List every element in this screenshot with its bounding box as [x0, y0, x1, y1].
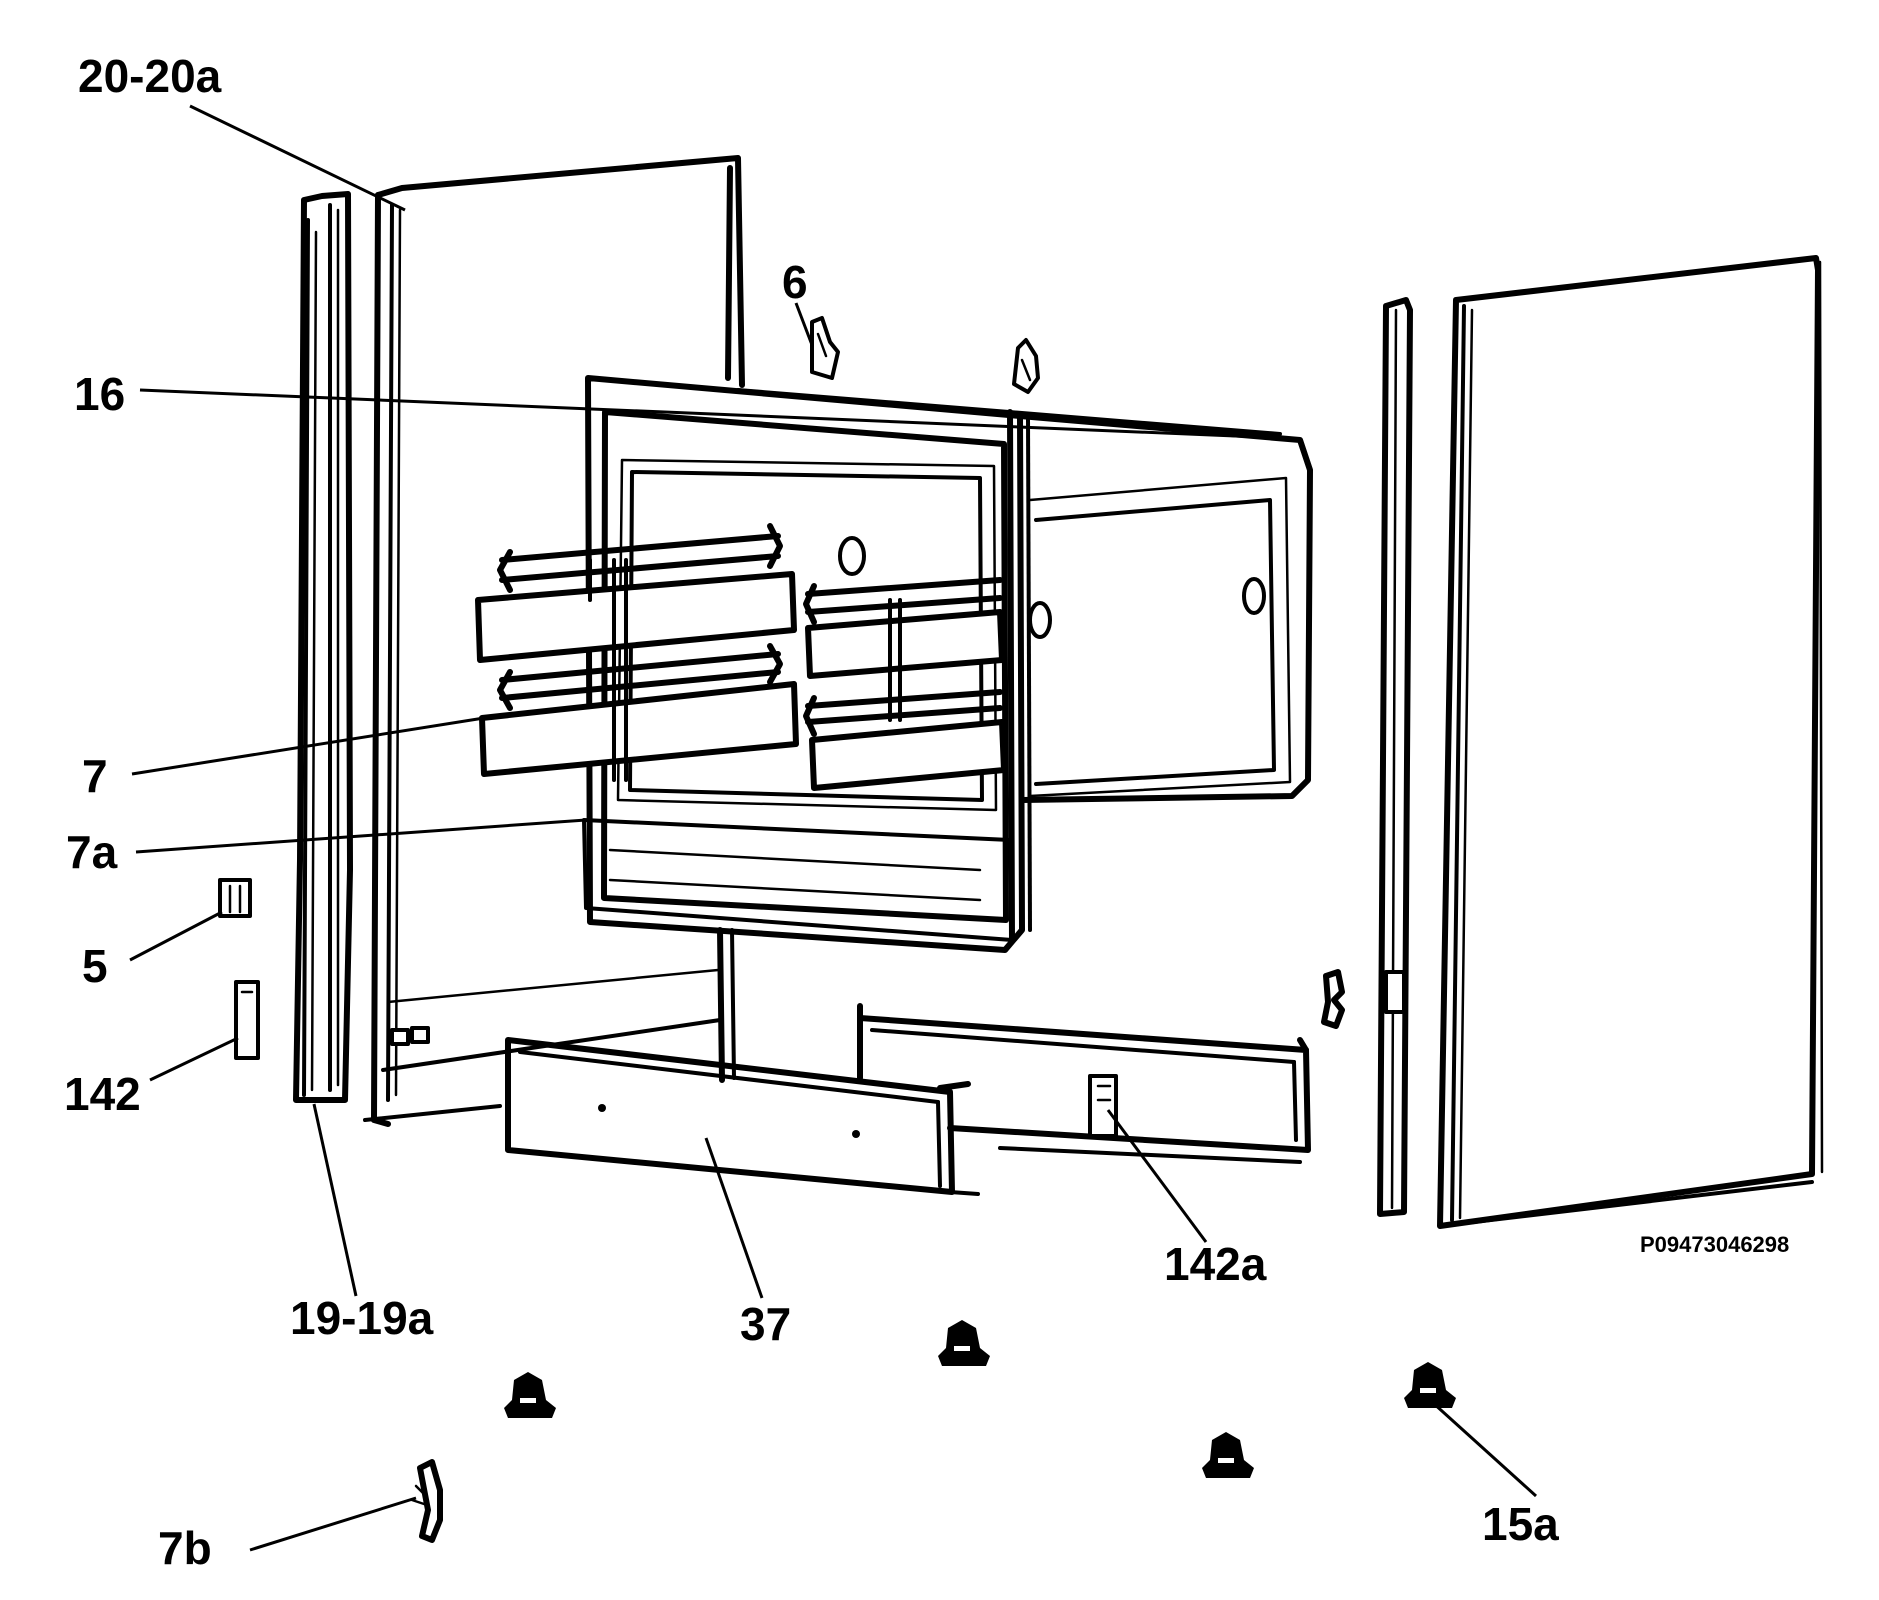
callout-37: 37 [740, 1298, 791, 1350]
shelf-rails [475, 523, 1007, 791]
leader-7 [131, 716, 485, 776]
bottom-rear-panel [857, 1003, 1311, 1164]
right-clip [1321, 969, 1345, 1029]
foot-1 [504, 1372, 556, 1418]
right-trim-strip [1377, 297, 1413, 1217]
foot-3 [1202, 1432, 1254, 1478]
adjustable-feet [504, 1320, 1456, 1478]
callout-labels: 20-20a 6 16 7 7a 5 142 19-19a 37 142a 15… [64, 50, 1789, 1574]
part-142a [1088, 1074, 1118, 1138]
document-code: P09473046298 [1640, 1232, 1789, 1257]
leader-7b [249, 1496, 417, 1552]
leader-16 [139, 388, 1283, 440]
leader-142 [149, 1036, 239, 1082]
callout-7a: 7a [66, 826, 118, 878]
leader-20-20a [189, 104, 406, 212]
callout-6: 6 [782, 256, 808, 308]
leader-37 [704, 1137, 764, 1299]
foot-2 [938, 1320, 990, 1366]
callout-7b: 7b [158, 1522, 212, 1574]
leader-7a [135, 818, 587, 854]
leader-6 [794, 302, 814, 346]
leader-15a [1430, 1400, 1538, 1498]
top-clips [810, 316, 1040, 394]
bottom-front-panel [505, 1037, 980, 1196]
leader-142a [1106, 1109, 1208, 1243]
callout-5: 5 [82, 940, 108, 992]
callout-142a: 142a [1164, 1238, 1267, 1290]
part-7b [410, 1459, 443, 1543]
callout-20-20a: 20-20a [78, 50, 222, 102]
callout-15a: 15a [1482, 1498, 1559, 1550]
callout-19-19a: 19-19a [290, 1292, 434, 1344]
leader-5 [129, 910, 223, 962]
leader-lines [129, 104, 1538, 1552]
foot-4 [1404, 1362, 1456, 1408]
right-side-panel [1437, 255, 1824, 1229]
callout-142: 142 [64, 1068, 141, 1120]
part-142 [234, 980, 260, 1060]
part-5 [218, 878, 252, 918]
left-side-panel [293, 191, 353, 1103]
callout-7: 7 [82, 750, 108, 802]
leader-19-19a [312, 1103, 358, 1297]
callout-16: 16 [74, 368, 125, 420]
